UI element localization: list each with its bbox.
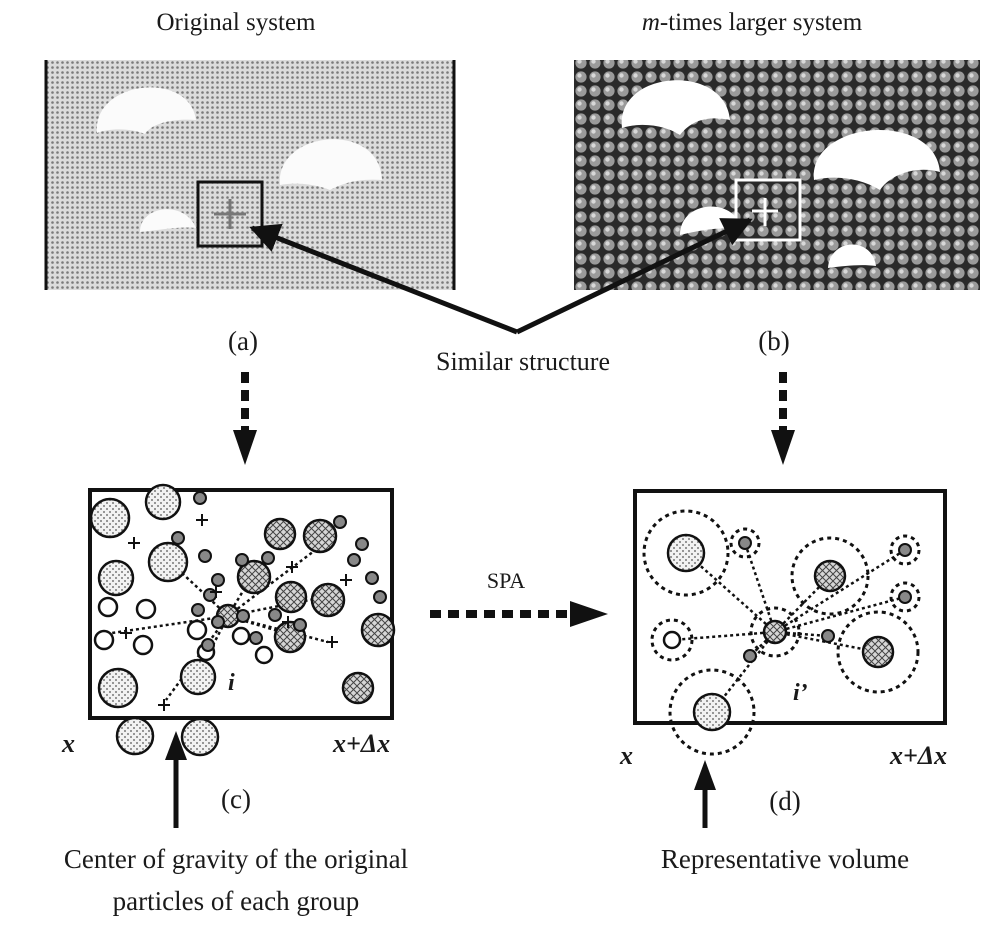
panel-b-label: (b) <box>758 326 789 356</box>
representative-volume-arrow <box>694 760 716 828</box>
panel-c-label: (c) <box>221 784 251 814</box>
spa-dotted-arrow <box>430 601 608 627</box>
panel-b-center-cross-icon <box>752 198 778 226</box>
panel-d-x-right-label: x+Δx <box>889 741 947 770</box>
panel-b-focus-box <box>734 178 802 242</box>
panel-d-x-left-label: x <box>619 741 633 770</box>
panel-c-original-particles <box>88 483 396 757</box>
representative-volume-label: Representative volume <box>661 844 909 874</box>
panel-b-title: m-times larger system <box>642 9 863 36</box>
panel-a-original-system <box>44 60 456 290</box>
panel-a-focus-box <box>196 180 264 248</box>
panel-d-representative-volumes <box>633 489 947 756</box>
panel-b-larger-system <box>574 60 980 290</box>
panel-c-x-left-label: x <box>61 729 75 758</box>
center-of-gravity-arrow <box>165 731 187 828</box>
panel-d-label: (d) <box>769 786 800 816</box>
panel-c-particle-i-label: i <box>228 670 235 696</box>
panel-a-center-cross-icon <box>214 199 246 229</box>
panel-a-title: Original system <box>156 9 316 36</box>
dotted-arrow-b-to-d <box>771 372 795 465</box>
panel-a-label: (a) <box>228 326 258 356</box>
dotted-arrow-a-to-c <box>233 372 257 465</box>
similar-structure-arrows <box>249 217 753 335</box>
panel-c-centroid-cross-icons <box>120 514 352 711</box>
spa-label: SPA <box>487 568 525 593</box>
panel-d-particle-i-prime-label: i’ <box>793 680 808 706</box>
panel-c-x-right-label: x+Δx <box>332 729 390 758</box>
center-of-gravity-label-line2: particles of each group <box>113 886 360 916</box>
center-of-gravity-label-line1: Center of gravity of the original <box>64 844 408 874</box>
similar-structure-label: Similar structure <box>436 347 610 376</box>
